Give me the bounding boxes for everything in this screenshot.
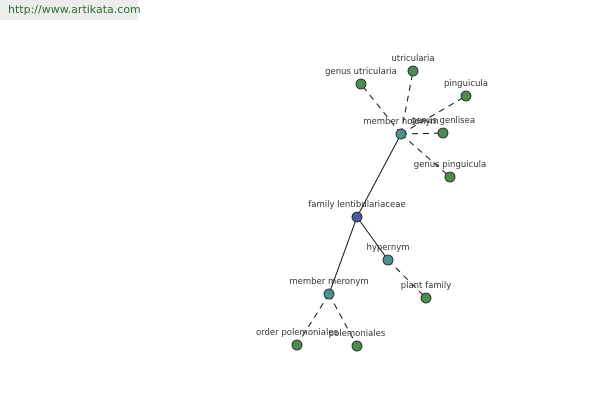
node-label-plant-family[interactable]: plant family [401, 281, 452, 291]
node-label-member-holonym[interactable]: member holonym [363, 117, 438, 127]
labels-layer: family lentibulariaceae member holonym hyp… [256, 54, 488, 339]
node-label-genus-utricularia[interactable]: genus utricularia [325, 67, 397, 77]
node-genus-utricularia[interactable] [355, 78, 367, 90]
node-hypernym[interactable] [382, 254, 394, 266]
node-label-pinguicula[interactable]: pinguicula [444, 79, 488, 89]
node-order-polemoniales[interactable] [291, 339, 303, 351]
node-label-member-meronym[interactable]: member meronym [289, 277, 368, 287]
node-plant-family[interactable] [420, 292, 432, 304]
node-polemoniales[interactable] [351, 340, 363, 352]
node-member-meronym[interactable] [323, 288, 335, 300]
edges-layer [296, 70, 467, 347]
node-genus-genlisea[interactable] [437, 127, 449, 139]
node-family-lentibulariaceae[interactable] [351, 211, 363, 223]
edge-hypernym-to-plant-family [387, 259, 427, 299]
edge-member-meronym-to-polemoniales [328, 293, 358, 347]
node-member-holonym[interactable] [395, 128, 407, 140]
node-utricularia[interactable] [407, 65, 419, 77]
nodes-layer [291, 65, 472, 352]
edge-member-holonym-to-pinguicula [400, 95, 467, 135]
edge-member-holonym-to-genus-genlisea [400, 132, 444, 135]
node-pinguicula[interactable] [460, 90, 472, 102]
node-label-family-lentibulariaceae[interactable]: family lentibulariaceae [308, 200, 405, 210]
edge-family-lentibulariaceae-to-member-meronym [328, 216, 358, 295]
site-url-banner[interactable]: http://www.artikata.com [0, 0, 141, 20]
node-label-hypernym[interactable]: hypernym [366, 243, 409, 253]
node-label-genus-genlisea[interactable]: genus genlisea [411, 116, 475, 126]
edge-member-holonym-to-genus-pinguicula [400, 133, 451, 178]
node-label-polemoniales[interactable]: polemoniales [329, 329, 386, 339]
node-label-order-polemoniales[interactable]: order polemoniales [256, 328, 339, 338]
node-genus-pinguicula[interactable] [444, 171, 456, 183]
edge-family-lentibulariaceae-to-member-holonym [356, 133, 402, 218]
node-label-utricularia[interactable]: utricularia [391, 54, 434, 64]
edge-family-lentibulariaceae-to-hypernym [356, 216, 389, 261]
node-label-genus-pinguicula[interactable]: genus pinguicula [414, 160, 486, 170]
